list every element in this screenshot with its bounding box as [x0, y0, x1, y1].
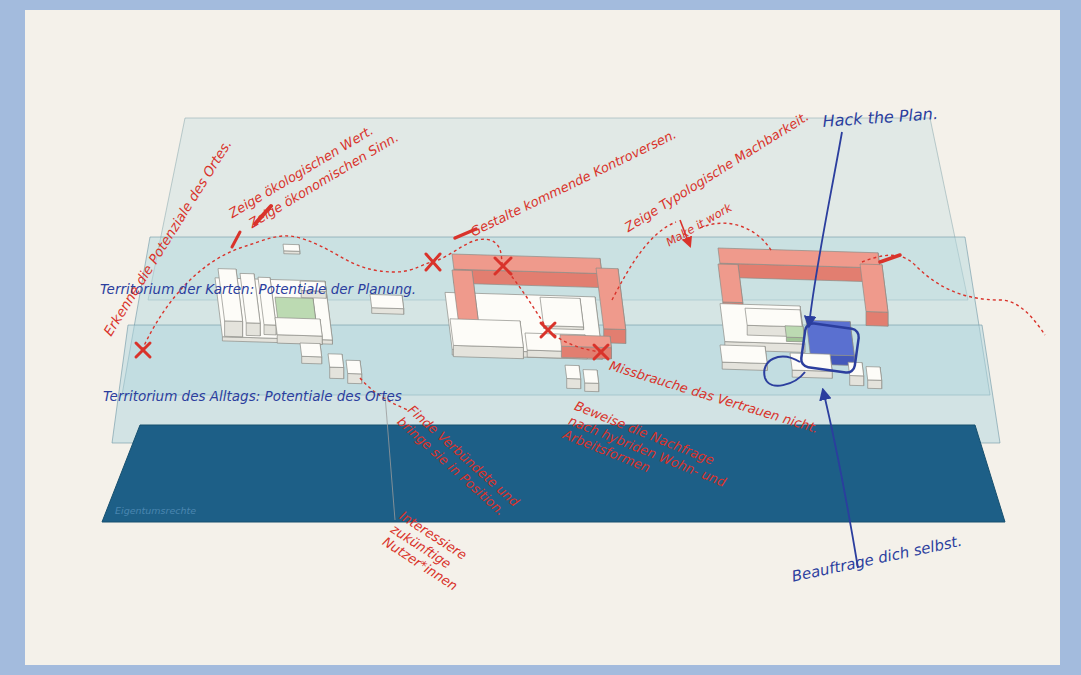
- cross-mark: [594, 345, 608, 359]
- block-roof: [346, 360, 362, 374]
- block-roof: [328, 354, 344, 368]
- block-front: [301, 291, 326, 299]
- block-roof: [560, 335, 611, 348]
- red-annotation: Erkenne die Potenziale des Ortes.: [100, 137, 235, 339]
- plane-band: Eigentumsrechte: [100, 425, 1010, 525]
- block-front: [866, 312, 888, 327]
- cross-mark: [594, 345, 608, 359]
- building-block: [300, 343, 322, 364]
- block-roof: [370, 294, 404, 308]
- cross-marks: [136, 206, 900, 359]
- building-block: [718, 248, 880, 282]
- cross-mark: [426, 254, 440, 270]
- plane-outline: [102, 425, 1005, 522]
- block-front: [585, 383, 599, 392]
- block-front: [850, 376, 864, 386]
- cross-mark: [541, 323, 555, 337]
- building-block: [328, 354, 344, 379]
- loop-stroke: [764, 357, 805, 386]
- path-curve: [142, 236, 601, 352]
- building-block: [283, 244, 300, 254]
- building-block: [596, 268, 626, 344]
- block-roof: [583, 370, 599, 384]
- path-curve: [862, 255, 1045, 335]
- block-roof: [720, 345, 767, 364]
- block-roof: [718, 264, 743, 303]
- blue-annotation: Hack the Plan.: [822, 104, 939, 131]
- block-roof: [218, 269, 243, 322]
- highlight-outline: [800, 322, 860, 373]
- building-block: [785, 326, 804, 342]
- block-front: [302, 356, 322, 364]
- block-roof: [452, 270, 479, 324]
- blue-annotation: Beauftrage dich selbst.: [790, 532, 964, 586]
- building-block: [452, 254, 602, 288]
- block-roof: [300, 281, 326, 291]
- block-roof: [452, 254, 602, 274]
- block-roof: [450, 319, 523, 348]
- red-annotation: Zeige ökologischen Wert.: [226, 123, 376, 222]
- block-roof: [240, 273, 260, 323]
- path-curve: [700, 223, 772, 252]
- block-front: [264, 325, 276, 335]
- block-roof: [720, 304, 805, 344]
- path-curve: [360, 378, 408, 410]
- block-roof: [860, 264, 888, 312]
- block-front: [567, 379, 581, 389]
- block-roof: [258, 277, 276, 325]
- red-annotation: Make it work: [664, 201, 735, 250]
- building-block: [565, 365, 581, 389]
- cross-mark: [495, 258, 511, 274]
- building-block: [860, 264, 888, 326]
- block-roof: [540, 297, 584, 327]
- plane-title: Eigentumsrechte: [115, 505, 196, 516]
- block-side: [325, 282, 326, 299]
- leader-line: [385, 395, 395, 520]
- block-roof: [785, 326, 804, 338]
- block-roof: [283, 244, 300, 251]
- building-block: [370, 294, 404, 314]
- building-block: [240, 273, 260, 335]
- building-block: [450, 319, 523, 359]
- block-roof: [300, 343, 322, 357]
- building-block: [560, 335, 611, 359]
- slash-mark: [880, 255, 900, 262]
- building-block: [866, 367, 882, 389]
- cross-mark: [426, 254, 440, 270]
- block-roof: [596, 268, 626, 330]
- plane-title: Territorium des Alltags: Potentiale des …: [103, 388, 402, 404]
- block-front: [225, 321, 243, 337]
- building-block: [540, 297, 584, 330]
- block-front: [246, 323, 260, 336]
- block-roof: [718, 248, 880, 268]
- red-annotation: Beweise die Nachfrage nach hybriden Wohn…: [560, 398, 744, 509]
- building-block: [218, 269, 243, 337]
- building-block: [720, 345, 767, 371]
- block-front: [330, 367, 344, 379]
- cross-mark: [495, 258, 511, 274]
- plane-shape: [100, 425, 1010, 525]
- building-block: [300, 281, 326, 298]
- block-roof: [565, 365, 581, 379]
- slash-mark: [232, 232, 240, 247]
- building-block: [275, 318, 322, 345]
- red-annotation: Interessiere zukünftige Nutzer*innen: [380, 508, 489, 602]
- block-roof: [745, 308, 802, 327]
- pointer-arrow: [823, 390, 858, 568]
- cross-mark: [136, 343, 150, 357]
- block-front: [868, 380, 882, 389]
- building-block: [258, 277, 276, 335]
- cross-mark: [136, 343, 150, 357]
- pointer-arrow: [809, 132, 842, 326]
- building-block: [346, 360, 362, 384]
- building-block: [790, 353, 832, 378]
- building-block: [583, 370, 599, 392]
- cross-mark: [541, 323, 555, 337]
- block-roof: [866, 367, 882, 381]
- block-roof: [275, 318, 322, 337]
- path-curve: [612, 222, 676, 300]
